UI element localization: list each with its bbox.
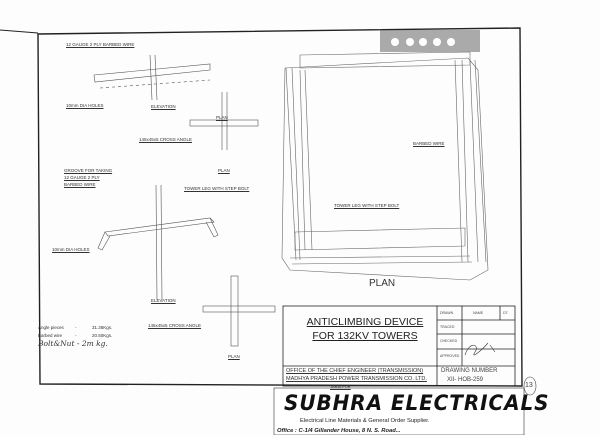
plan-bottom-drawing: [202, 275, 276, 347]
drawing-border: [37, 27, 523, 387]
checked-label: CHECKED: [440, 339, 458, 343]
plan-top-drawing: [189, 92, 259, 150]
tower-leg-label: TOWER LEG WITH STEP BOLT: [184, 186, 250, 191]
title-block: [282, 305, 516, 387]
elevation-top-drawing: [93, 54, 211, 101]
page-number: 13: [525, 382, 533, 389]
groove-label-3: BARBED WIRE: [64, 182, 96, 187]
drawing-title-line1: ANTICLIMBING DEVICE: [306, 316, 424, 328]
barbed-wire-label: 12 GAUGE 2 PLY BARBED WIRE: [66, 42, 135, 47]
office-line2: MADHYA PRADESH POWER TRANSMISSION CO. LT…: [286, 376, 427, 382]
holes-label-top: 10mm DIA HOLES: [66, 103, 104, 108]
handwritten-note: Bolt&Nut - 2m kg.: [38, 339, 108, 348]
weight-sep: -: [75, 333, 77, 338]
company-name: SUBHRA ELECTRICALS: [284, 391, 550, 415]
cross-angle-label-bottom: 145x45x5 CROSS ANGLE: [148, 323, 202, 328]
elevation-mid-drawing: [97, 184, 219, 301]
company-tagline: Electrical Line Materials & General Orde…: [300, 418, 430, 424]
name-label: NAME: [473, 311, 484, 315]
plan-label-top: PLAN: [216, 115, 228, 120]
drawing-title-line2: FOR 132KV TOWERS: [312, 330, 418, 342]
elevation-label-bottom: ELEVATION: [151, 298, 176, 303]
weight-value: 31.36Kgs.: [92, 325, 113, 330]
plan-label: PLAN: [369, 278, 396, 289]
punch-holes: [380, 30, 480, 52]
weight-value: 20.50Kgs.: [92, 333, 113, 338]
office-line3: JABALPUR: [330, 384, 351, 389]
holes-label-bottom: 10mm DIA HOLES: [52, 247, 90, 252]
elevation-label-top: ELEVATION: [151, 104, 176, 109]
plan-tower-leg-label: TOWER LEG WITH STEP BOLT: [334, 203, 400, 208]
plan-label-bottom: PLAN: [228, 354, 240, 359]
drawing-number: XII- HOB-259: [447, 377, 484, 383]
office-line1: OFFICE OF THE CHIEF ENGINEER (TRANSMISSI…: [286, 368, 424, 374]
groove-label-2: 12 GAUGE 2 PLY: [64, 175, 100, 180]
drawing-number-label: DRAWING NUMBER: [441, 368, 498, 374]
dt-label: DT.: [503, 311, 509, 315]
weight-item: Barbed wire: [38, 333, 63, 338]
traced-label: TRACED: [440, 325, 455, 329]
scan-edge: [0, 29, 39, 34]
drawn-label: DRAWN: [440, 311, 454, 315]
weight-item: Angle pieces: [38, 325, 64, 330]
company-address: Office : C-1/4 Gillander House, 8 N. S. …: [277, 428, 401, 434]
plan-label-mid: PLAN: [218, 168, 230, 173]
weight-sep: -: [75, 325, 77, 330]
groove-label-1: GROOVE FOR TAKING: [64, 168, 113, 173]
cross-angle-label-top: 145x45x5 CROSS ANGLE: [139, 137, 193, 142]
approved-label: APPROVED: [440, 354, 460, 358]
plan-view-drawing: [281, 51, 489, 281]
page-number-circle: [523, 376, 537, 396]
plan-barbed-wire-label: BARBED WIRE: [413, 141, 445, 146]
letterhead-banner: [273, 387, 525, 435]
